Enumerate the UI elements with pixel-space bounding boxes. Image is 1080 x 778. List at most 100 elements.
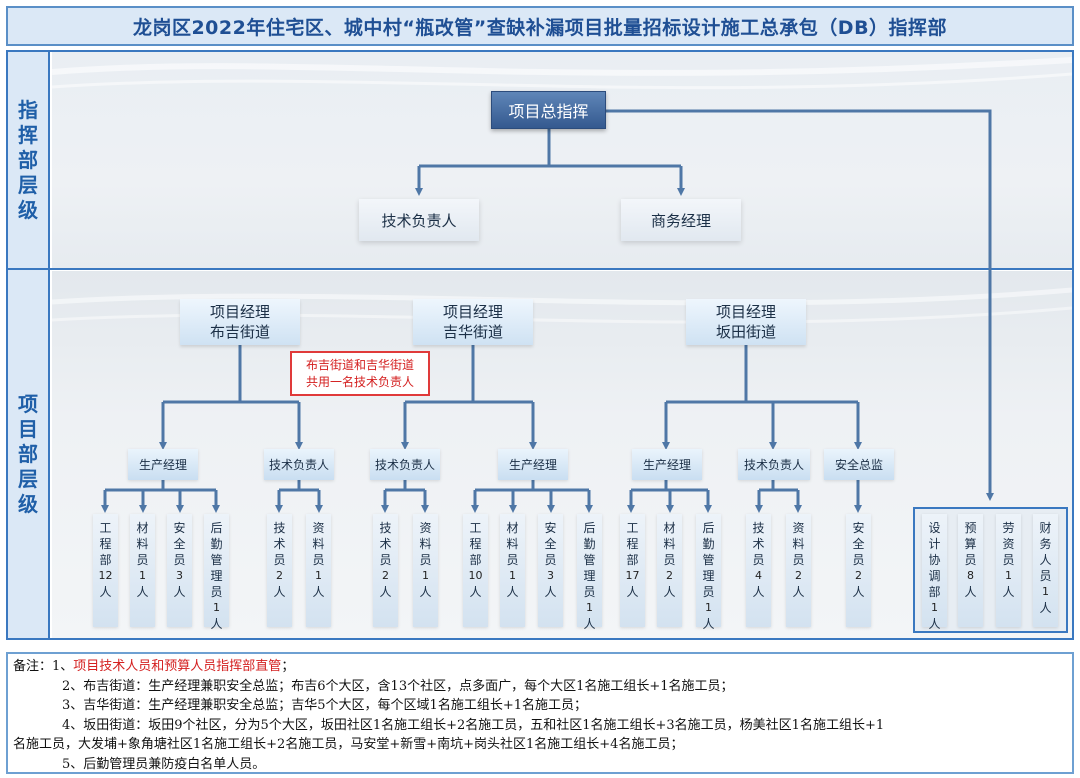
jihua-tech-lead: 技术负责人 bbox=[370, 449, 440, 480]
pm-title: 项目经理 bbox=[209, 303, 270, 321]
leaf-count: 1 bbox=[509, 569, 516, 582]
leaf-unit: 人 bbox=[964, 585, 977, 599]
leaf-role-char: 理 bbox=[583, 569, 596, 583]
leaf-role-char: 人 bbox=[1039, 553, 1052, 567]
leaf-role-char: 全 bbox=[173, 537, 186, 551]
pm-buji-box: 项目经理 布吉街道 bbox=[180, 299, 300, 345]
leaf-unit: 人 bbox=[583, 617, 596, 631]
leaf-role-char: 材 bbox=[663, 521, 676, 535]
project-label-char: 部 bbox=[18, 441, 38, 466]
leaf-role-char: 员 bbox=[964, 553, 977, 567]
leaf-unit: 人 bbox=[469, 585, 482, 599]
leaf-unit: 人 bbox=[663, 585, 676, 599]
leaf-role-char: 程 bbox=[99, 537, 112, 551]
note-1-highlight: 项目技术人员和预算人员指挥部直管 bbox=[73, 659, 282, 674]
note-1-suffix: ； bbox=[281, 659, 295, 674]
leaf-role-char: 资 bbox=[312, 521, 325, 535]
pm-bantian-box: 项目经理 坂田街道 bbox=[686, 299, 806, 345]
pm-district: 坂田街道 bbox=[715, 323, 776, 341]
project-label-char: 目 bbox=[18, 416, 38, 441]
leaf-role-char: 务 bbox=[1039, 537, 1052, 551]
leaf-unit: 人 bbox=[273, 585, 286, 599]
leaf-count: 10 bbox=[468, 569, 483, 582]
leaf-role-char: 料 bbox=[419, 537, 432, 551]
leaf-count: 3 bbox=[547, 569, 554, 582]
leaf-role-char: 勤 bbox=[583, 537, 596, 551]
leaf-unit: 人 bbox=[419, 585, 432, 599]
leaf-role-char: 调 bbox=[928, 569, 941, 583]
level-divider bbox=[8, 268, 1072, 270]
leaf-role-char: 员 bbox=[312, 553, 325, 567]
leaf-role-char: 安 bbox=[173, 521, 186, 535]
leaf-role-char: 管 bbox=[210, 553, 223, 567]
leaf-role-char: 技 bbox=[752, 521, 765, 535]
leaf-role-char: 设 bbox=[928, 521, 941, 535]
leaf-role-char: 管 bbox=[583, 553, 596, 567]
hq-tech-lead-box: 技术负责人 bbox=[359, 199, 479, 241]
leaf-role-char: 理 bbox=[702, 569, 715, 583]
leaf-role-char: 部 bbox=[469, 553, 482, 567]
leaf-role-char: 料 bbox=[312, 537, 325, 551]
note-1: 备注：1、项目技术人员和预算人员指挥部直管； bbox=[13, 657, 1067, 677]
leaf-role-char: 料 bbox=[506, 537, 519, 551]
leaf-role-char: 勤 bbox=[702, 537, 715, 551]
leaf-role-char: 后 bbox=[583, 521, 596, 535]
note-4: 4、坂田街道：坂田9个社区，分为5个大区，坂田社区1名施工组长+2名施工员，五和… bbox=[62, 717, 885, 733]
bantian-safety-director: 安全总监 bbox=[824, 449, 894, 480]
leaf-count: 1 bbox=[213, 601, 220, 614]
leaf-role-char: 员 bbox=[173, 553, 186, 567]
leaf-role-char: 员 bbox=[583, 585, 596, 599]
page-title: 龙岗区2022年住宅区、城中村“瓶改管”查缺补漏项目批量招标设计施工总承包（DB… bbox=[6, 6, 1074, 46]
leaf-role-char: 算 bbox=[964, 537, 977, 551]
bantian-tech-lead: 技术负责人 bbox=[738, 449, 810, 480]
leaf-role-char: 员 bbox=[544, 553, 557, 567]
leaf-unit: 人 bbox=[506, 585, 519, 599]
leaf-count: 1 bbox=[1005, 569, 1012, 582]
leaf-count: 2 bbox=[666, 569, 673, 582]
leaf-role-char: 预 bbox=[964, 521, 977, 535]
leaf-role-char: 术 bbox=[273, 537, 286, 551]
leaf-unit: 人 bbox=[852, 585, 865, 599]
leaf-role-char: 资 bbox=[792, 521, 805, 535]
leaf-role-char: 技 bbox=[379, 521, 392, 535]
leaf-role-char: 料 bbox=[136, 537, 149, 551]
leaf-role-char: 资 bbox=[419, 521, 432, 535]
leaf-role-char: 资 bbox=[1002, 537, 1015, 551]
shared-tech-lead-note: 布吉街道和吉华街道 共用一名技术负责人 bbox=[290, 351, 430, 396]
leaf-role-char: 员 bbox=[663, 553, 676, 567]
leaf-role-char: 材 bbox=[136, 521, 149, 535]
note-5: 5、后勤管理员兼防疫白名单人员。 bbox=[62, 756, 266, 772]
leaf-unit: 人 bbox=[312, 585, 325, 599]
leaf-role-char: 员 bbox=[852, 553, 865, 567]
project-label-char: 项 bbox=[18, 391, 38, 416]
leaf-unit: 人 bbox=[702, 617, 715, 631]
leaf-role-char: 员 bbox=[702, 585, 715, 599]
leaf-unit: 人 bbox=[210, 617, 223, 631]
leaf-role-char: 勤 bbox=[210, 537, 223, 551]
notes-label: 备注： bbox=[13, 659, 53, 674]
leaf-role-char: 后 bbox=[702, 521, 715, 535]
leaf-role-char: 协 bbox=[928, 553, 941, 567]
leaf-role-char: 程 bbox=[469, 537, 482, 551]
leaf-count: 17 bbox=[625, 569, 640, 582]
pm-jihua-box: 项目经理 吉华街道 bbox=[413, 299, 533, 345]
leaf-role-char: 全 bbox=[544, 537, 557, 551]
leaf-unit: 人 bbox=[792, 585, 805, 599]
hq-label-char: 层 bbox=[18, 172, 38, 197]
pm-title: 项目经理 bbox=[715, 303, 776, 321]
hq-label-char: 级 bbox=[18, 197, 38, 222]
leaf-count: 1 bbox=[422, 569, 429, 582]
leaf-role-char: 部 bbox=[99, 553, 112, 567]
leaf-role-char: 员 bbox=[1039, 569, 1052, 583]
